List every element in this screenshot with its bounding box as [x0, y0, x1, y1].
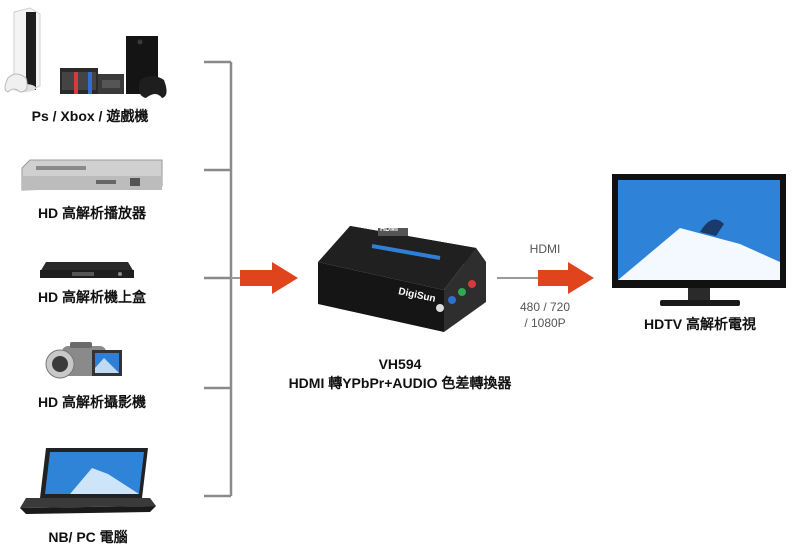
output-arrow — [497, 262, 594, 294]
camcorder-icon — [45, 342, 122, 379]
source-bracket — [204, 60, 233, 498]
source-label-hd-player: HD 高解析播放器 — [37, 205, 147, 221]
source-label-set-top-box: HD 高解析機上盒 — [37, 289, 147, 305]
link-label-resolution-1: 480 / 720 — [519, 300, 571, 314]
hd-player-icon — [21, 159, 163, 191]
game-consoles-icon — [4, 7, 167, 98]
hdtv-icon — [612, 174, 786, 306]
converter-device-icon — [318, 226, 486, 332]
device-port-label: HDMI — [380, 226, 398, 233]
link-label-resolution-2: / 1080P — [524, 316, 566, 330]
destination-label: HDTV 高解析電視 — [644, 316, 756, 332]
source-label-laptop: NB/ PC 電腦 — [48, 529, 128, 545]
input-arrow — [231, 262, 298, 294]
set-top-box-icon — [40, 262, 134, 278]
source-label-camcorder: HD 高解析攝影機 — [37, 394, 147, 410]
converter-description: HDMI 轉YPbPr+AUDIO 色差轉換器 — [288, 375, 512, 391]
laptop-icon — [20, 448, 156, 514]
source-label-game-consoles: Ps / Xbox / 遊戲機 — [31, 108, 149, 124]
converter-model: VH594 — [378, 356, 422, 372]
link-label-hdmi: HDMI — [529, 242, 561, 256]
